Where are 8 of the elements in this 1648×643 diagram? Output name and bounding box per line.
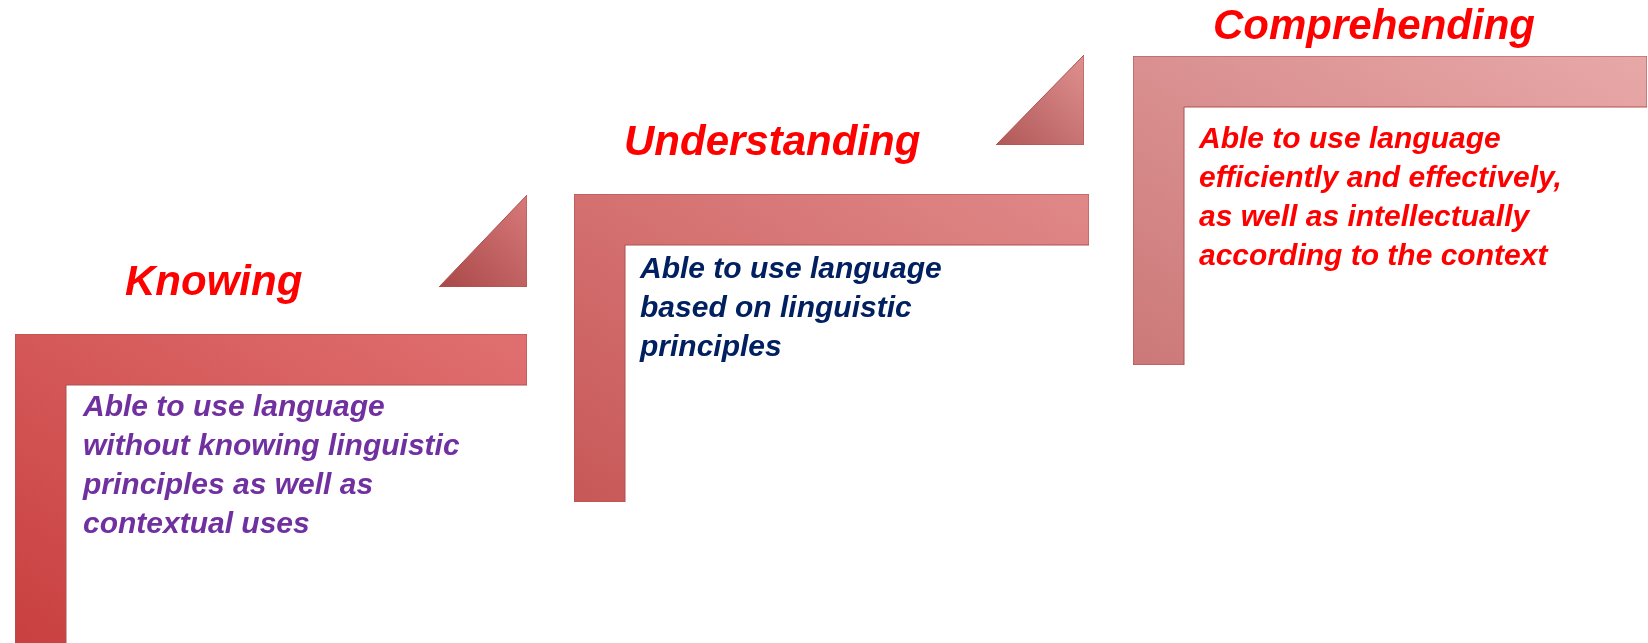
step-description: Able to use language efficiently and effectively, as well as intellectually according to the context xyxy=(1199,120,1563,273)
step-description: Able to use language without knowing linguistic principles as well as contextual uses xyxy=(83,388,461,541)
step-triangle xyxy=(996,55,1084,145)
step-title: Understanding xyxy=(624,116,921,166)
step-title: Knowing xyxy=(125,256,303,306)
step-triangle xyxy=(439,195,527,287)
step-description: Able to use language based on linguistic principles xyxy=(640,250,943,364)
step-title: Comprehending xyxy=(1213,0,1535,50)
